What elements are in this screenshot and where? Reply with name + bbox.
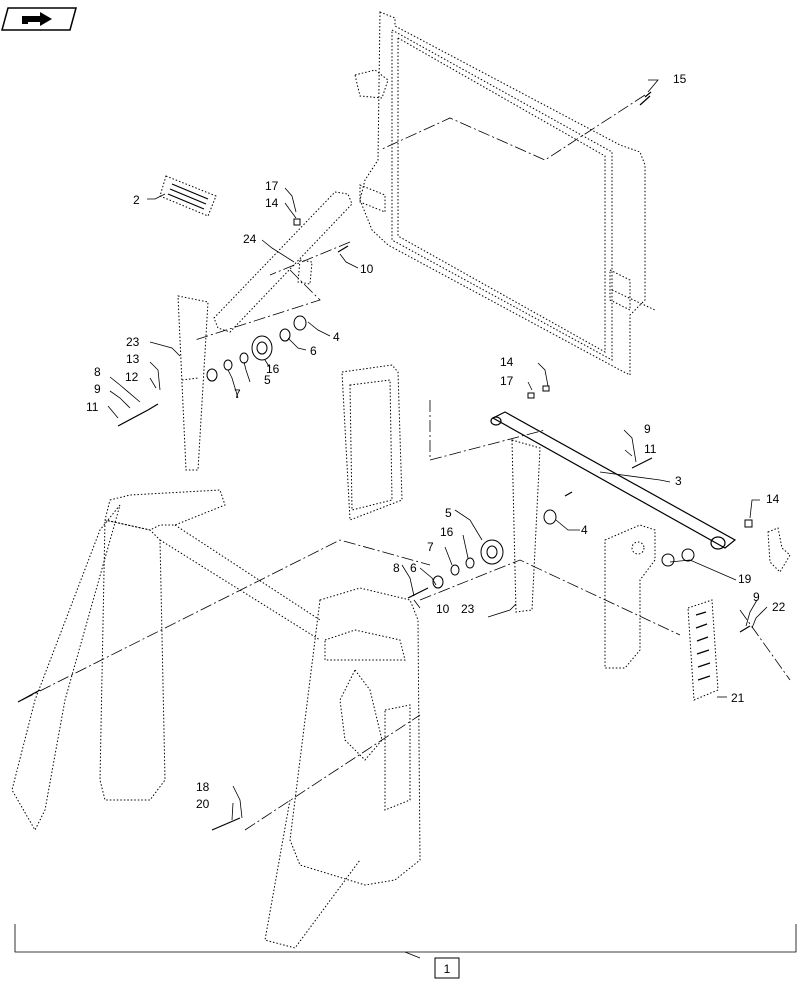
callout-9-right: 9 [644,422,651,436]
callout-24: 24 [243,232,257,246]
seal-plate-right [511,439,541,613]
callout-14-right: 14 [766,492,780,506]
callout-13: 13 [126,352,140,366]
callout-19: 19 [738,572,752,586]
callout-21: 21 [731,691,745,705]
decal-part [159,175,217,217]
cooler-frame [354,11,656,376]
callout-6-right: 6 [410,561,417,575]
callout-10-right: 10 [436,602,450,616]
assembly-label: 1 [444,962,451,976]
callout-12: 12 [125,370,139,384]
main-frame [11,489,421,949]
assembly-bracket [14,924,797,959]
callout-14-mid: 14 [500,355,514,369]
leader-lines [107,79,768,821]
callout-7-left: 7 [234,387,241,401]
callout-8-left: 8 [94,365,101,379]
callout-17-top: 17 [265,179,279,193]
callout-6-left: 6 [310,344,317,358]
callout-3: 3 [675,474,682,488]
callout-16-left: 16 [266,362,280,376]
callout-7-right: 7 [427,540,434,554]
right-side-bracket [604,524,656,669]
callout-16-right: 16 [440,525,454,539]
callout-23-right: 23 [461,602,475,616]
seal-plate-left [177,295,209,471]
perforated-guard [687,599,719,701]
hook-bracket [767,527,791,573]
callout-2: 2 [133,193,140,207]
callout-10-top: 10 [360,262,374,276]
callout-18: 18 [196,780,210,794]
callout-labels: 15 2 17 14 24 10 4 6 16 5 7 23 13 12 8 9… [86,72,786,811]
callout-4-right: 4 [581,523,588,537]
callout-11-right: 11 [644,442,657,456]
callout-4-left: 4 [333,330,340,344]
callout-5-right: 5 [445,506,452,520]
strut-bar [213,191,353,333]
callout-9-left: 9 [94,382,101,396]
phantom-lines [21,94,791,831]
cross-tube [490,411,737,550]
hardware [17,91,753,831]
callout-22: 22 [772,600,786,614]
next-page-arrow-icon[interactable] [1,7,77,31]
callout-20: 20 [196,797,210,811]
upright-bracket [341,364,403,521]
callout-5-left: 5 [264,373,271,387]
callout-11-left: 11 [86,400,99,414]
callout-9-far-right: 9 [753,590,760,604]
callout-23-left: 23 [126,335,140,349]
callout-8-right: 8 [393,561,400,575]
callout-15: 15 [673,72,687,86]
callout-17-mid: 17 [500,374,514,388]
callout-14-top: 14 [265,196,279,210]
assembly-label-box: 1 [434,957,460,979]
